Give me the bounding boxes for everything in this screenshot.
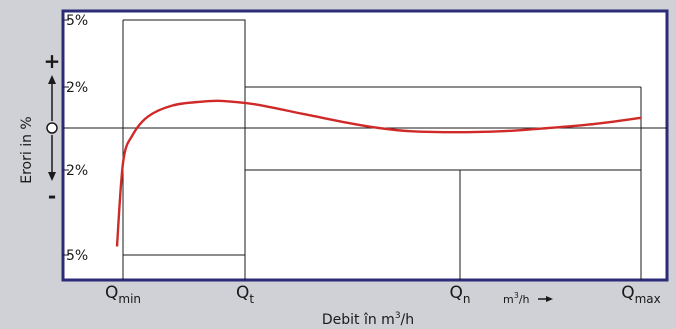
y-ticks: 5% 2% 2% 5%: [63, 13, 88, 264]
x-label-qt: Qt: [236, 283, 254, 306]
y-axis-title: Erori in %: [19, 116, 35, 183]
unit-label: m3/h: [503, 291, 530, 306]
minus-sign: -: [48, 184, 56, 208]
x-position-lines: [122, 20, 642, 280]
x-labels: Qmin Qt Qn Qmax: [105, 283, 661, 306]
x-label-qmin: Qmin: [105, 283, 141, 306]
y-tick-label: 5%: [66, 13, 88, 29]
y-tick-label: 2%: [66, 163, 88, 179]
error-curve: [115, 99, 642, 247]
x-label-qmax: Qmax: [621, 283, 661, 306]
x-label-qn: Qn: [450, 283, 471, 306]
y-tick-label: 2%: [66, 80, 88, 96]
plot-frame: [61, 9, 669, 282]
plus-sign: +: [44, 49, 61, 73]
unit-arrow-head: [546, 296, 553, 302]
zero-marker-circle: [46, 122, 58, 134]
unit-indicator: m3/h: [503, 291, 553, 306]
error-sign-indicator: + -: [44, 49, 61, 208]
x-axis-title: Debit în m3/h: [322, 311, 414, 328]
down-arrow-head: [48, 172, 56, 181]
y-tick-label: 5%: [66, 248, 88, 264]
up-arrow-head: [48, 75, 56, 84]
